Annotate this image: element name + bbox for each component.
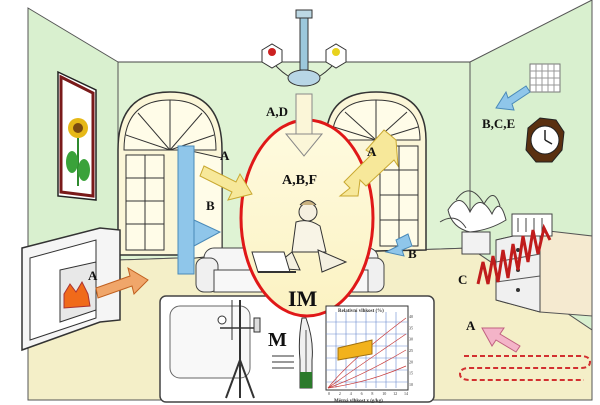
chart-panel-texts: Relativní vlhkost (%) Měrná vlhkost x (g… <box>328 309 413 404</box>
label-left-window-b: B <box>206 198 215 213</box>
fireplace <box>21 227 121 352</box>
chart-x-tick: 0 <box>328 391 330 396</box>
label-center-abf: A,B,F <box>282 173 317 188</box>
comfort-region <box>337 339 373 361</box>
left-window-sun-arrow <box>199 165 253 201</box>
chart-bottom-axis-label: Měrná vlhkost x (g/kg) <box>334 399 383 404</box>
right-window-blue-arrow <box>384 233 413 257</box>
label-right-window-a: A <box>367 144 377 159</box>
chart-x-tick: 8 <box>371 391 373 396</box>
instrument-readout-lines <box>272 355 294 369</box>
chart-x-tick: 4 <box>350 391 352 396</box>
label-left-window-a: A <box>220 148 230 163</box>
left-window-blue-arrow <box>177 145 222 275</box>
heat-arrows <box>95 85 531 353</box>
chart-right-tick: 20 <box>409 359 413 364</box>
air-vent-grid <box>529 63 561 93</box>
label-radiator-c: C <box>458 272 467 287</box>
chart-x-tick: 2 <box>339 391 341 396</box>
chart-x-tick: 10 <box>382 391 386 396</box>
chart-right-tick: 25 <box>409 348 413 353</box>
chart-x-tick: 14 <box>404 391 408 396</box>
chart-x-tick: 12 <box>393 391 397 396</box>
person-with-laptop-icon <box>251 200 348 273</box>
chart-right-tick: 35 <box>409 325 413 330</box>
chart-right-tick: 10 <box>409 382 413 387</box>
label-center-im: IM <box>288 286 318 311</box>
tripod-sensor-icon <box>217 300 261 399</box>
vent-blue-arrow <box>495 85 531 111</box>
right-window-sun-arrow <box>338 129 399 197</box>
chandelier <box>261 9 347 87</box>
chart-top-axis-label: Relativní vlhkost (%) <box>338 309 384 314</box>
label-instrument-m: M <box>268 329 287 351</box>
psychrometric-chart <box>325 305 409 391</box>
chart-x-tick: 6 <box>361 391 363 396</box>
diagram-labels: A,D A B A B B,C,E A,B,F IM A C A M <box>88 104 515 351</box>
measuring-instruments <box>217 300 313 399</box>
ceiling-arrow <box>284 93 324 157</box>
chart-right-tick: 30 <box>409 337 413 342</box>
thermometer-icon <box>298 317 313 389</box>
potted-plant <box>439 190 507 255</box>
floor-pink-arrow <box>481 327 521 353</box>
chart-right-ticks: 40 35 30 25 20 15 10 <box>409 314 413 387</box>
sunflower-painting <box>57 70 97 201</box>
floor-heating-loop <box>458 355 592 381</box>
wall-clock <box>525 117 565 163</box>
label-wall-bce: B,C,E <box>482 116 515 131</box>
chart-right-tick: 15 <box>409 371 413 376</box>
radiator-coil <box>476 223 552 285</box>
chart-right-tick: 40 <box>409 314 413 319</box>
chart-x-ticks: 0 2 4 6 8 10 12 14 <box>328 391 408 396</box>
fireplace-orange-arrow <box>95 266 149 299</box>
label-floor-a: A <box>466 318 476 333</box>
label-ceiling-ad: A,D <box>266 104 288 119</box>
label-fireplace-a: A <box>88 268 98 283</box>
label-right-window-b: B <box>408 246 417 261</box>
comfort-zone <box>239 118 375 318</box>
